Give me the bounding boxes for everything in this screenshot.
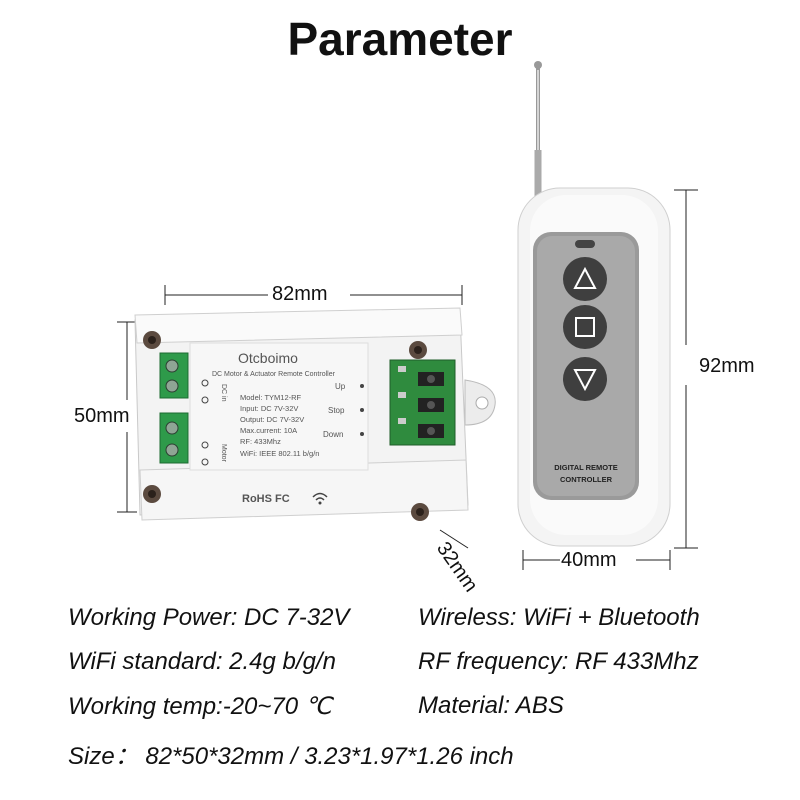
- controller-subtitle: DC Motor & Actuator Remote Controller: [212, 371, 336, 378]
- height-label: 50mm: [74, 405, 130, 427]
- controller-motor: Motor: [220, 444, 227, 463]
- page-title: Parameter: [287, 13, 513, 65]
- controller-wifi: WiFi: IEEE 802.11 b/g/n: [240, 449, 319, 458]
- dimension-lines: [117, 189, 698, 570]
- spec-rf-frequency: RF frequency: RF 433Mhz: [418, 648, 699, 675]
- spec-material: Material: ABS: [418, 692, 564, 719]
- controller-stop: Stop: [328, 406, 345, 415]
- spec-size: Size： 82*50*32mm / 3.23*1.97*1.26 inch: [68, 743, 514, 770]
- controller-model: Model: TYM12-RF: [240, 393, 302, 402]
- remote-label-line2: CONTROLLER: [560, 475, 613, 484]
- controller-down: Down: [323, 430, 343, 439]
- controller-brand: Otcboimo: [238, 350, 298, 366]
- spec-wifi-standard: WiFi standard: 2.4g b/g/n: [68, 648, 336, 675]
- spec-working-power: Working Power: DC 7-32V: [68, 604, 350, 631]
- width-label: 82mm: [272, 283, 328, 305]
- controller-box: [134, 307, 496, 521]
- spec-working-temp: Working temp:-20~70 ℃: [68, 693, 332, 720]
- controller-output: Output: DC 7V-32V: [240, 415, 304, 424]
- controller-up: Up: [335, 382, 346, 391]
- remote-height-label: 92mm: [699, 355, 755, 377]
- remote-label-line1: DIGITAL REMOTE: [554, 463, 617, 472]
- controller-dc-in: DC in: [220, 384, 227, 402]
- controller-certs: RoHS FC: [242, 493, 290, 505]
- controller-rf: RF: 433Mhz: [240, 437, 281, 446]
- controller-max-current: Max.current: 10A: [240, 426, 297, 435]
- product-illustration: Otcboimo DC Motor & Actuator Remote Cont…: [117, 61, 698, 570]
- remote-controller: [517, 61, 671, 547]
- spec-wireless: Wireless: WiFi + Bluetooth: [418, 604, 700, 631]
- remote-width-label: 40mm: [561, 549, 617, 571]
- controller-input: Input: DC 7V-32V: [240, 404, 298, 413]
